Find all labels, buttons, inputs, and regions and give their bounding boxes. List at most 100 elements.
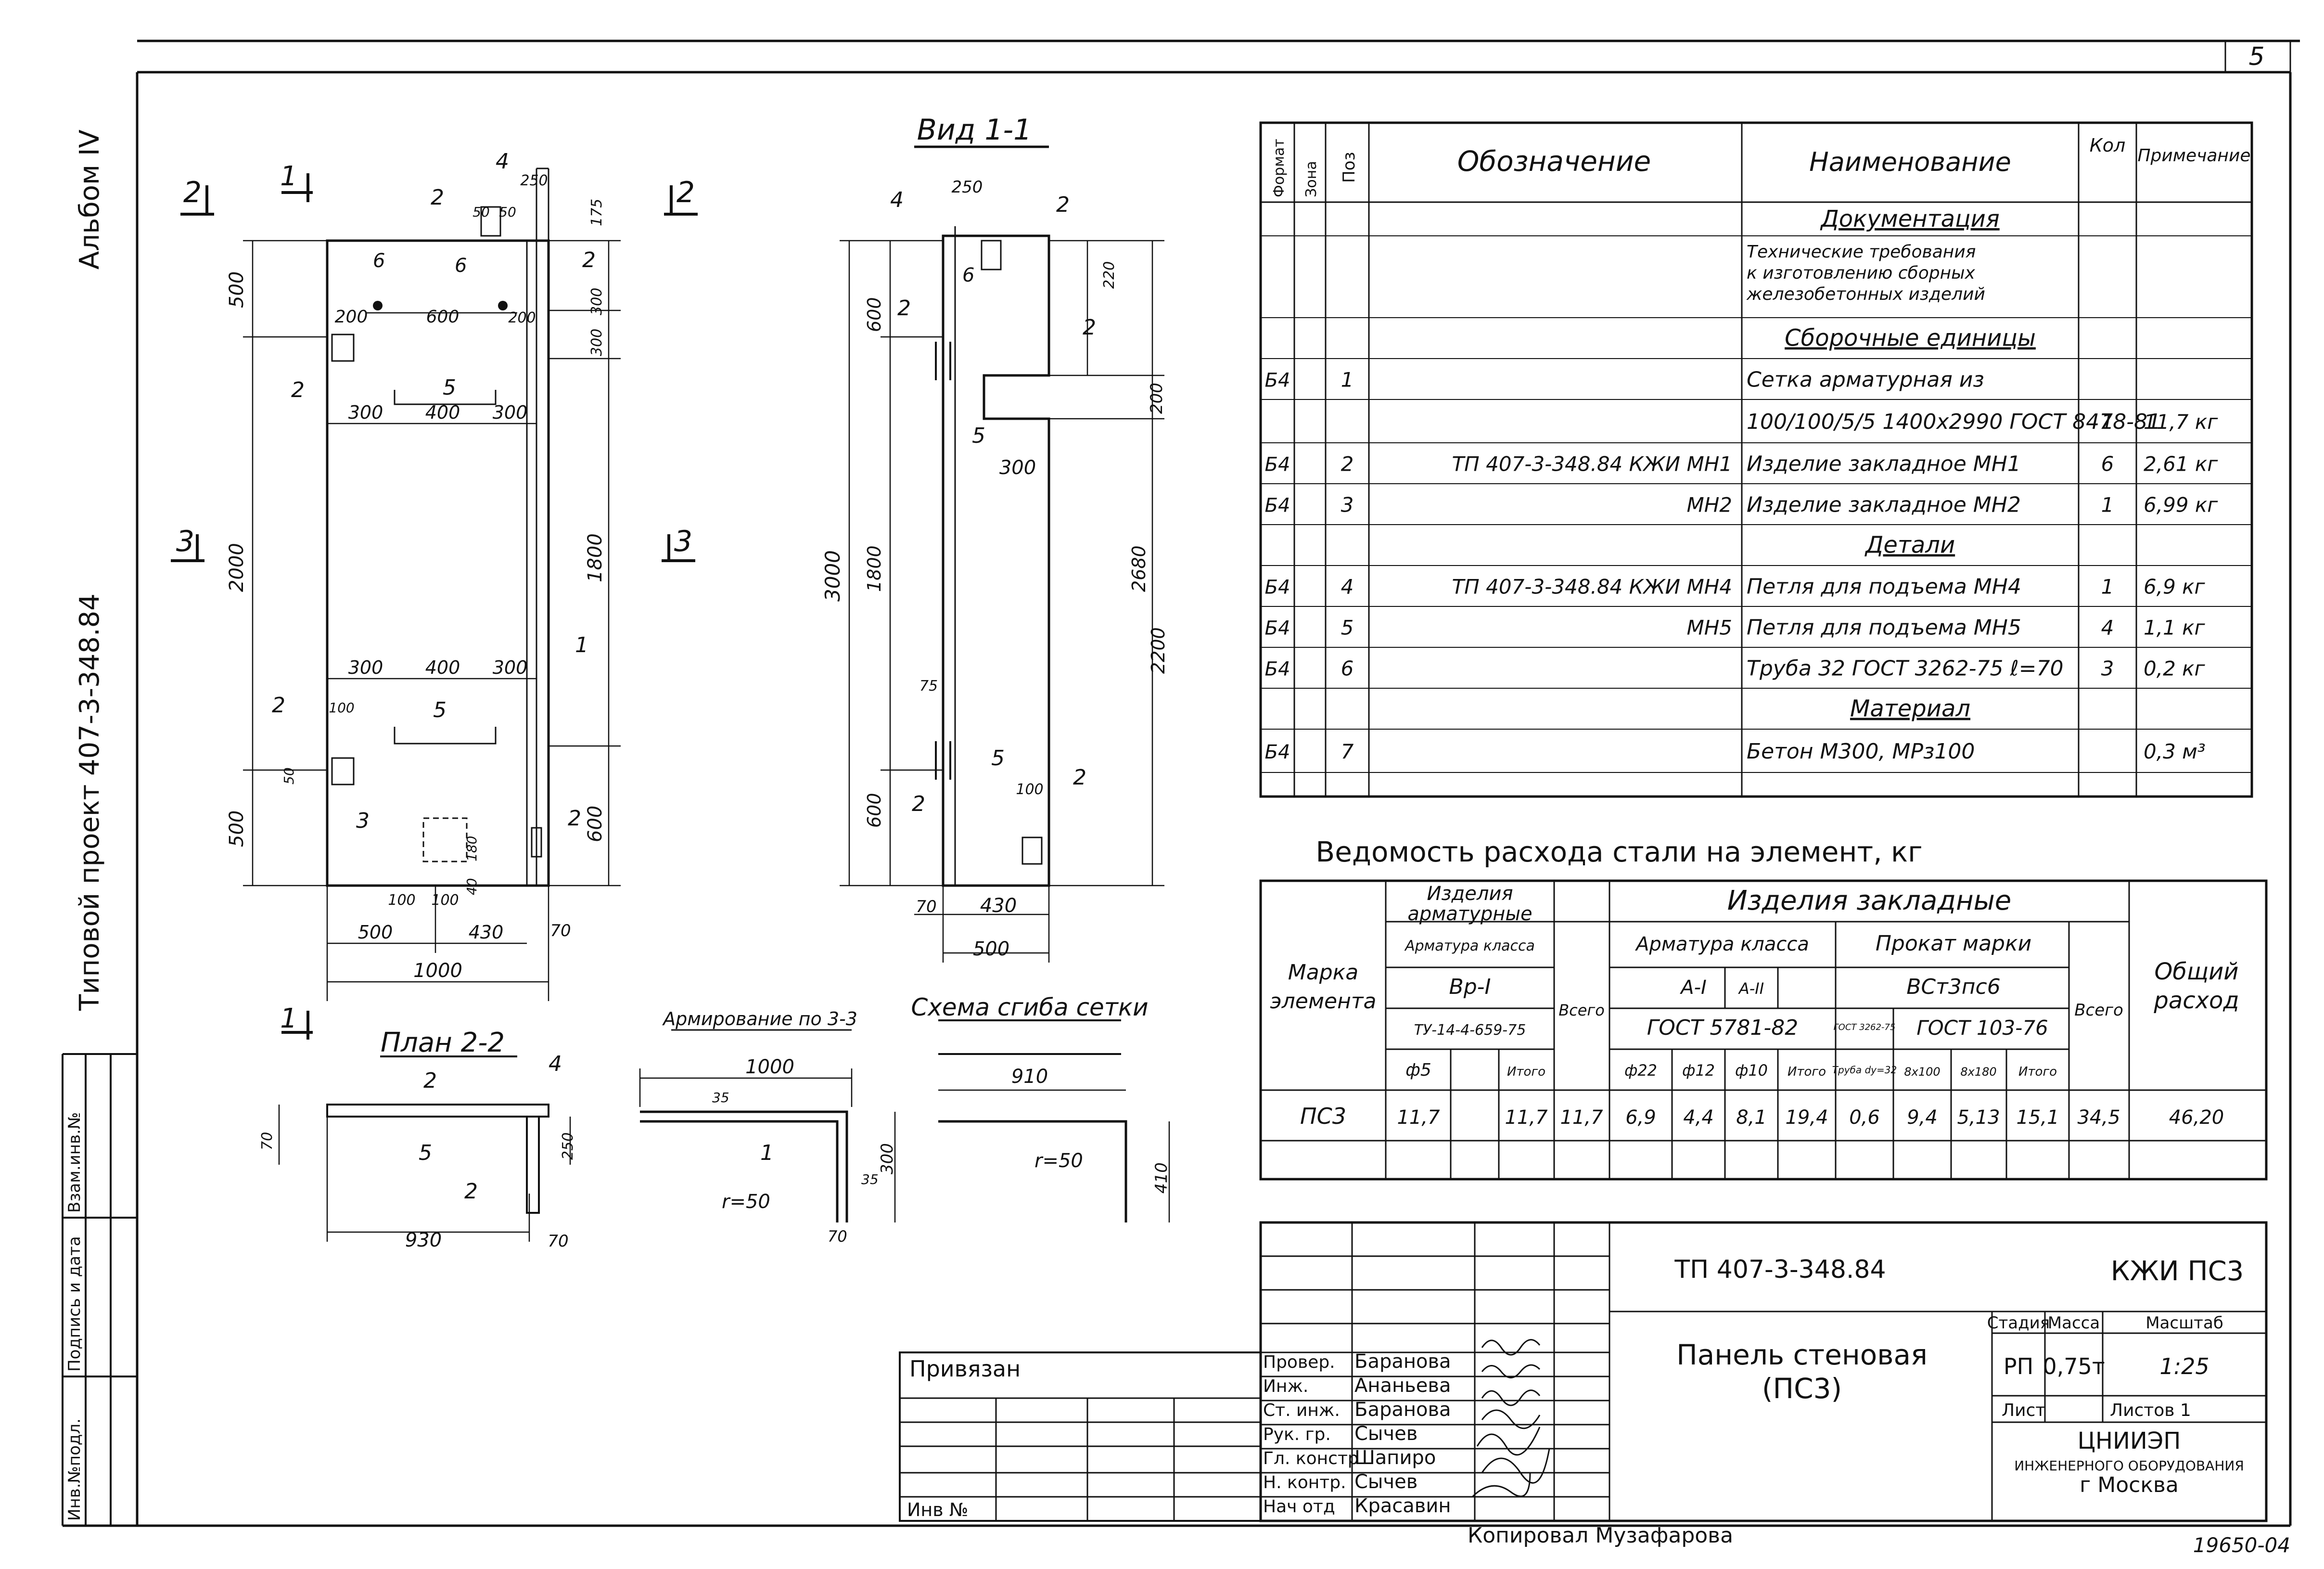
pos-4: 4 xyxy=(496,149,509,174)
view-title: Вид 1-1 xyxy=(917,113,1032,147)
sec-pos-2c: 2 xyxy=(1083,315,1096,340)
pos-2a: 2 xyxy=(431,185,444,210)
dim-400a: 400 xyxy=(425,402,460,423)
tb-name: Панель стеновая xyxy=(1676,1338,1928,1371)
dim-50b: 50 xyxy=(499,204,516,220)
pos-3: 3 xyxy=(356,809,370,833)
tb-privyazan: Привязан xyxy=(909,1356,1021,1382)
project-label: Типовой проект 407-3-348.84 xyxy=(74,593,105,1011)
cut-mark-2-left: 2 xyxy=(183,176,202,209)
pos-6b: 6 xyxy=(455,255,467,277)
dim-100c: 100 xyxy=(329,700,354,716)
steel-title: Ведомость расхода стали на элемент, кг xyxy=(1315,836,1922,868)
spec-note: 0,2 кг xyxy=(2144,657,2206,681)
bend-dim-r50: r=50 xyxy=(1034,1150,1083,1172)
spec-h-qty: Кол xyxy=(2090,135,2126,156)
steel-h-ty: ТУ-14-4-659-75 xyxy=(1414,1022,1526,1039)
dim-right-top: 300 xyxy=(588,288,605,315)
steel-h-armclass2: Арматура класса xyxy=(1634,933,1809,955)
reinf-dim-70: 70 xyxy=(828,1227,847,1246)
sec-dim-600a: 600 xyxy=(864,297,885,332)
steel-h-phi22: ф22 xyxy=(1624,1061,1657,1080)
steel-cell: 8,1 xyxy=(1736,1106,1767,1129)
dim-180: 180 xyxy=(464,836,480,862)
reinf-dim-1000: 1000 xyxy=(745,1056,794,1078)
strip-inv: Инв.№подл. xyxy=(65,1418,84,1521)
spec-row: Материал xyxy=(1261,695,2252,730)
spec-note: 6,9 кг xyxy=(2144,575,2206,599)
sec-dim-600b: 600 xyxy=(864,793,885,828)
steel-h-vr: Вр-I xyxy=(1449,975,1491,999)
spec-section-heading: Материал xyxy=(1850,695,1970,722)
steel-h-phi12: ф12 xyxy=(1682,1061,1715,1080)
dim-300b: 300 xyxy=(493,402,528,423)
pos-5a: 5 xyxy=(443,375,456,400)
reinf-pos-1: 1 xyxy=(760,1141,774,1165)
plan-pos-2b: 2 xyxy=(464,1179,478,1204)
tb-kzhi: КЖИ ПС3 xyxy=(2111,1256,2244,1287)
steel-cell: 6,9 xyxy=(1625,1106,1656,1129)
spec-pos: 6 xyxy=(1341,657,1354,681)
spec-name: Петля для подъема МН5 xyxy=(1747,616,2021,640)
copied-by: Копировал Музафарова xyxy=(1468,1523,1733,1548)
tb-person: Шапиро xyxy=(1354,1447,1436,1469)
tb-person: Баранова xyxy=(1354,1399,1451,1421)
tb-person: Сычев xyxy=(1354,1423,1417,1445)
dim-right-300: 300 xyxy=(588,329,605,356)
pos-2b: 2 xyxy=(582,248,596,272)
steel-cell: 46,20 xyxy=(2169,1106,2224,1129)
cut-mark-2-right: 2 xyxy=(677,176,695,209)
spec-format: Б4 xyxy=(1265,370,1290,392)
tb-role: Гл. констр xyxy=(1263,1449,1359,1468)
steel-h-embed: Изделия закладные xyxy=(1727,885,2012,916)
spec-section-heading: Документация xyxy=(1820,206,2000,232)
reinf-dim-r50: r=50 xyxy=(722,1191,770,1213)
spec-h-designation: Обозначение xyxy=(1457,145,1651,178)
sec-dim-2680: 2680 xyxy=(1128,545,1149,592)
spec-note: 0,3 м³ xyxy=(2144,740,2206,763)
bend-scheme: Схема сгиба сетки 910 410 r=50 xyxy=(911,993,1171,1222)
reinf-dim-35b: 35 xyxy=(861,1171,879,1187)
plan-title: План 2-2 xyxy=(381,1027,505,1058)
sec-dim-200: 200 xyxy=(1147,383,1166,414)
tb-person: Красавин xyxy=(1354,1495,1451,1517)
strip-sign: Подпись и дата xyxy=(65,1236,84,1372)
sec-dim-500: 500 xyxy=(973,938,1009,960)
steel-h-truba: Труба dу=32 xyxy=(1832,1064,1897,1076)
spec-name: Сетка арматурная из xyxy=(1747,368,1984,392)
reinf-dim-35: 35 xyxy=(712,1090,729,1106)
spec-pos: 2 xyxy=(1341,452,1354,476)
spec-format: Б4 xyxy=(1265,495,1290,517)
spec-note: 2,61 кг xyxy=(2144,452,2218,476)
steel-cell: 11,7 xyxy=(1505,1106,1548,1129)
spec-h-format: Формат xyxy=(1271,139,1288,197)
steel-h-itogo3: Итого xyxy=(2018,1065,2057,1079)
plan-dim-250: 250 xyxy=(560,1132,576,1160)
spec-section-heading: Детали xyxy=(1864,532,1955,559)
spec-pos: 7 xyxy=(1341,740,1354,763)
spec-designation: МН5 xyxy=(1686,616,1732,640)
spec-h-name: Наименование xyxy=(1809,147,2011,177)
sec-pos-2b: 2 xyxy=(897,296,911,321)
tb-role: Инж. xyxy=(1263,1376,1308,1396)
dim-430: 430 xyxy=(469,922,504,943)
dim-500: 500 xyxy=(358,922,393,943)
cut-mark-1-bottom: 1 xyxy=(280,1003,297,1034)
sec-pos-2e: 2 xyxy=(1073,765,1086,790)
dim-40: 40 xyxy=(464,878,480,895)
dim-70: 70 xyxy=(550,921,571,940)
spec-name: Петля для подъема МН4 xyxy=(1747,575,2021,599)
steel-cell: 4,4 xyxy=(1683,1106,1714,1129)
sec-dim-3000: 3000 xyxy=(821,550,844,602)
spec-row: Сборочные единицы xyxy=(1261,325,2252,359)
pos-6a: 6 xyxy=(373,250,385,272)
spec-table xyxy=(1259,121,2253,798)
spec-qty: 4 xyxy=(2101,616,2114,640)
album-label: Альбом IV xyxy=(74,129,105,270)
